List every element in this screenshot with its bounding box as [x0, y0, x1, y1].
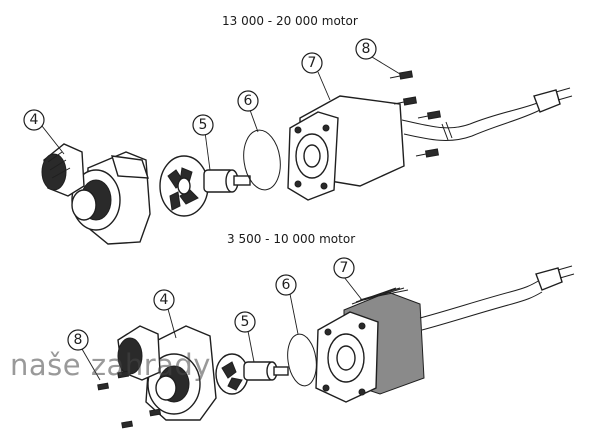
- bottom-pump-housing: [117, 325, 217, 421]
- bottom-screws: [97, 370, 162, 429]
- top-motor: [287, 87, 573, 201]
- bottom-callout-housing: 4: [160, 292, 169, 308]
- bottom-callouts: 4 5 6 7 8: [67, 257, 363, 381]
- top-pump-housing: [41, 143, 151, 245]
- bottom-o-ring: [287, 333, 317, 387]
- bottom-assembly: 4 5 6 7 8: [67, 257, 575, 429]
- top-callout-screws: 8: [362, 41, 371, 57]
- bottom-motor: [315, 265, 575, 403]
- top-assembly: 4 5 6 7 8: [23, 38, 573, 245]
- top-callout-impeller: 5: [199, 117, 208, 133]
- bottom-callout-impeller: 5: [241, 314, 250, 330]
- top-callouts: 4 5 6 7 8: [23, 38, 401, 171]
- bottom-callout-o-ring: 6: [282, 277, 291, 293]
- bottom-callout-motor: 7: [340, 260, 349, 276]
- top-impeller: [159, 155, 251, 217]
- top-callout-o-ring: 6: [244, 93, 253, 109]
- top-screws: [389, 70, 442, 158]
- watermark: naše zahrady: [10, 348, 211, 382]
- bottom-assembly-title: 3 500 - 10 000 motor: [227, 232, 356, 246]
- top-callout-housing: 4: [30, 112, 39, 128]
- bottom-impeller: [215, 353, 289, 395]
- top-callout-motor: 7: [308, 55, 317, 71]
- bottom-callout-screws: 8: [74, 332, 83, 348]
- top-assembly-title: 13 000 - 20 000 motor: [222, 14, 358, 28]
